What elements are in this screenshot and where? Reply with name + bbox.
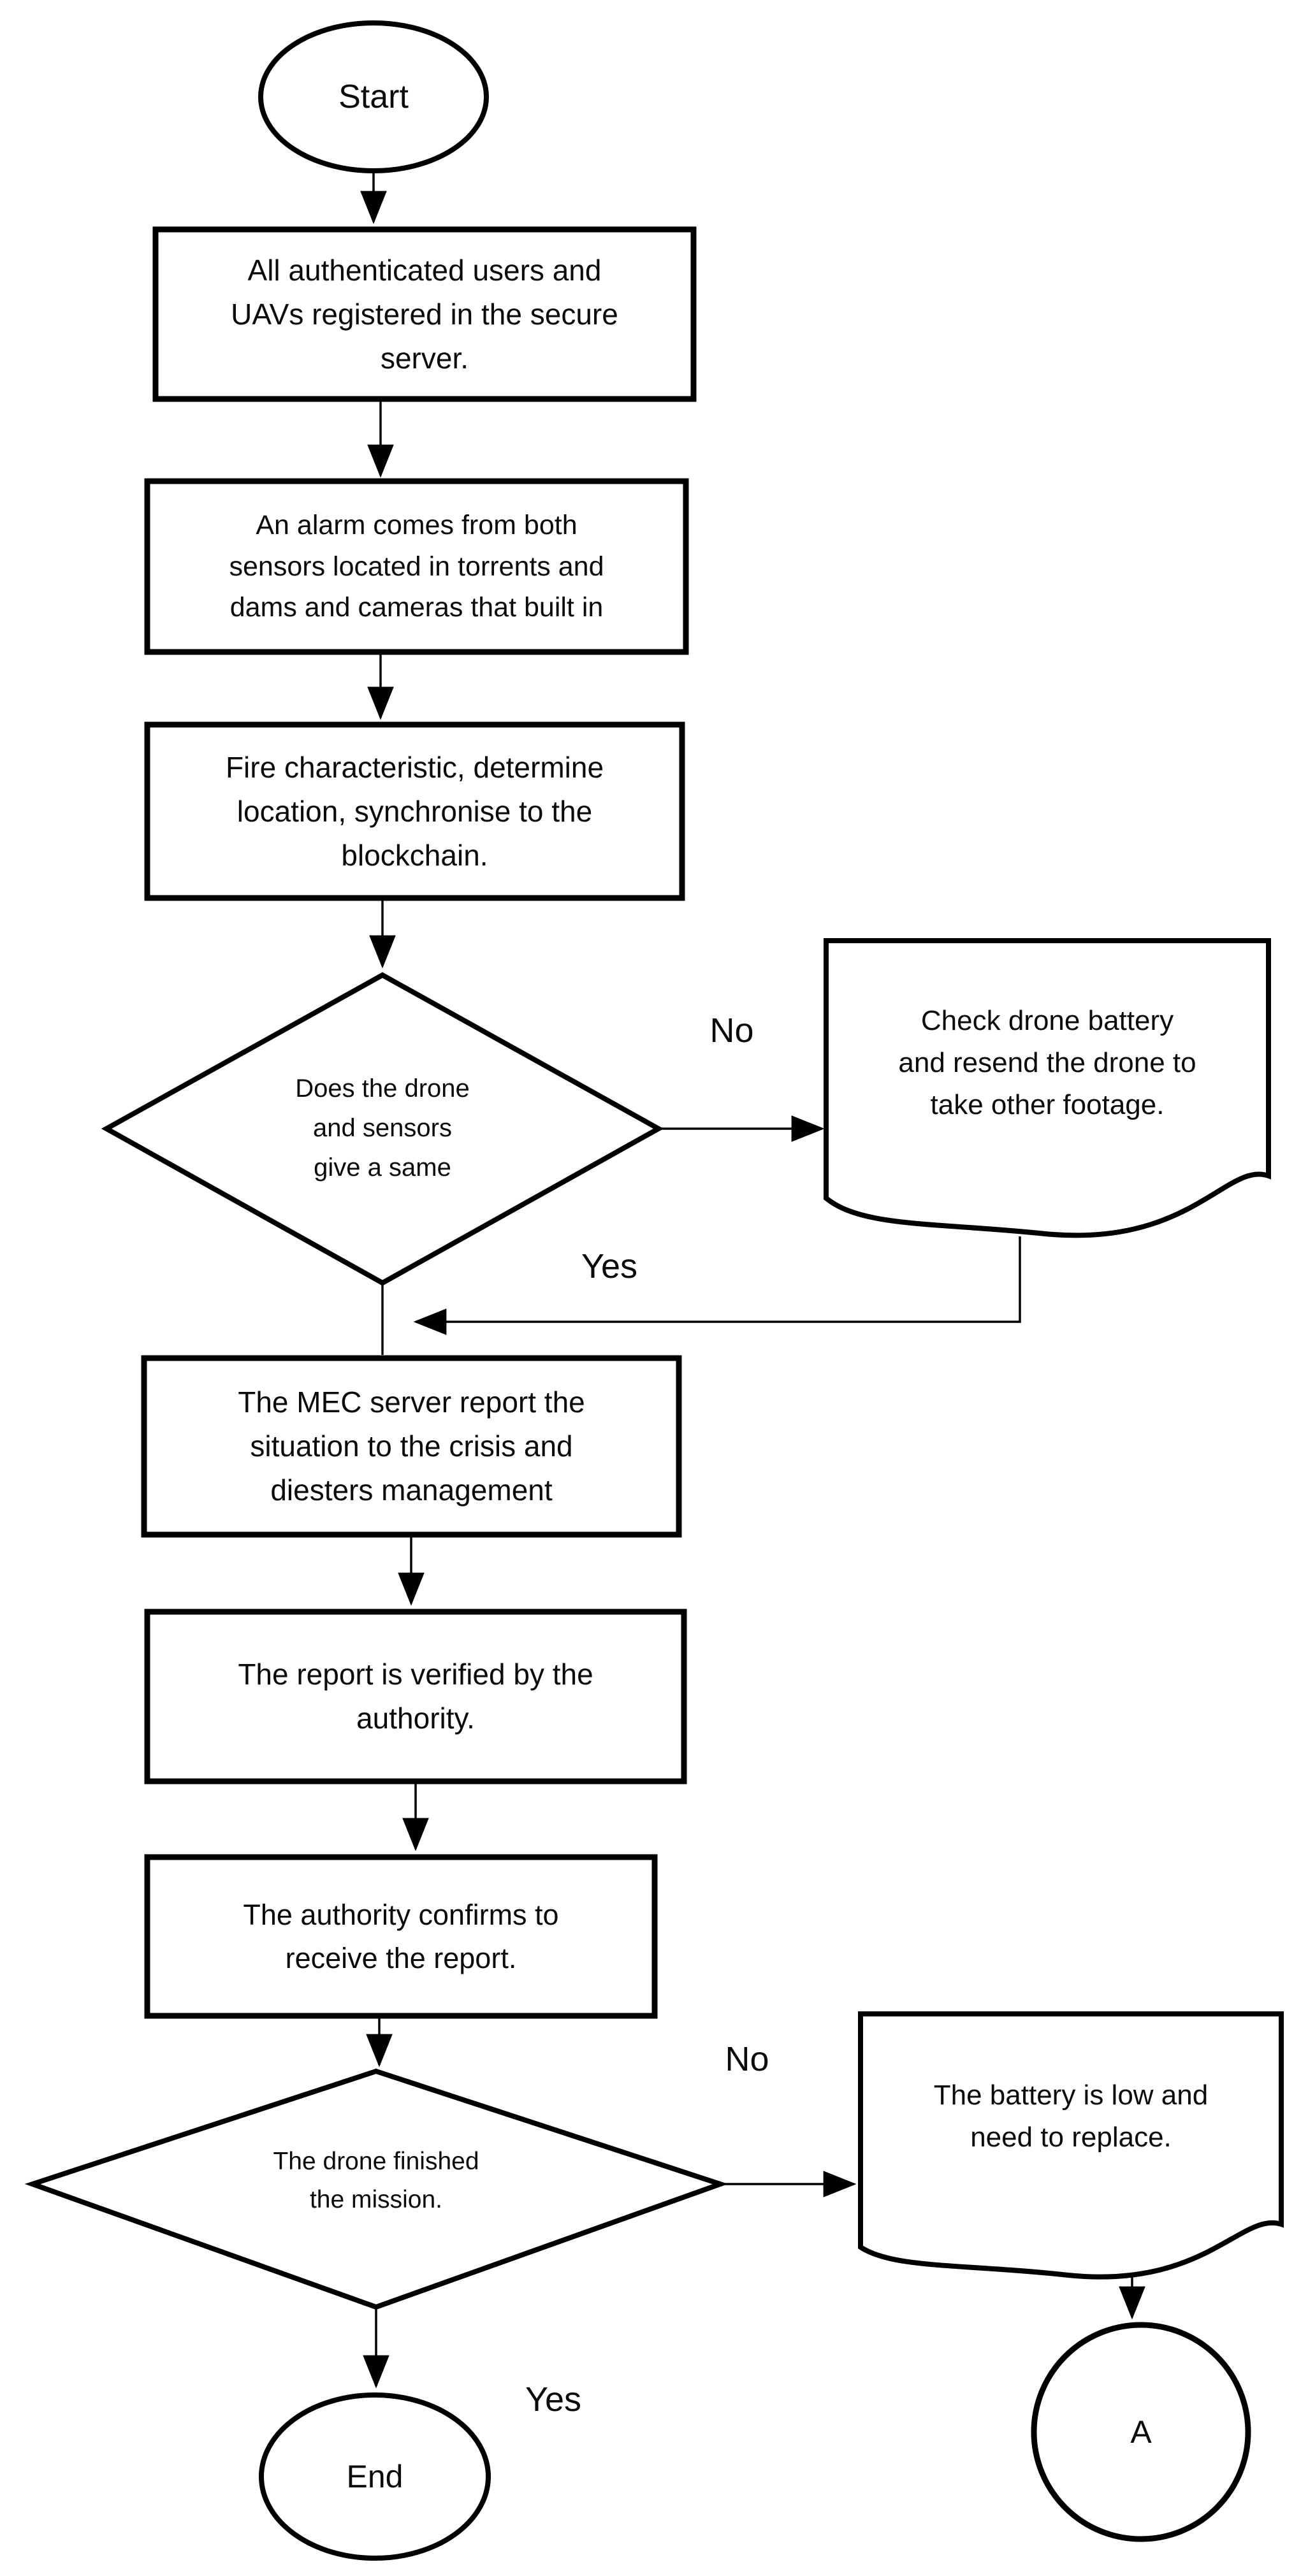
- process-verify-label: The report is verified by the authority.: [238, 1658, 593, 1735]
- edge-label-yes-1: Yes: [581, 1247, 638, 1286]
- decision-same-result-label: Does the drone and sensors give a same: [295, 1075, 470, 1182]
- process-confirm-shape: [144, 1854, 658, 2019]
- connector-a-label: A: [1130, 2413, 1152, 2450]
- end-terminator-shape: [259, 2392, 491, 2561]
- edge-label-no-2: No: [725, 2040, 769, 2079]
- process-mec-report-shape: [141, 1355, 682, 1538]
- document-battery-low-shape: [858, 2011, 1284, 2280]
- process-fire-shape: [144, 721, 685, 901]
- document-check-drone-shape: [824, 938, 1271, 1238]
- process-alarm-label: An alarm comes from both sensors located…: [229, 510, 604, 623]
- process-alarm-shape: [144, 478, 689, 655]
- process-mec-report-label: The MEC server report the situation to t…: [238, 1386, 585, 1507]
- decision-mission-finished-shape: [24, 2068, 729, 2310]
- edge-label-no-1: No: [709, 1011, 754, 1050]
- process-verify-shape: [144, 1609, 687, 1784]
- decision-mission-finished-label: The drone finished the mission.: [273, 2147, 479, 2213]
- start-label: Start: [338, 78, 409, 115]
- start-terminator-shape: [258, 20, 489, 173]
- edge-label-yes-2: Yes: [525, 2380, 582, 2419]
- process-fire-label: Fire characteristic, determine location,…: [225, 750, 604, 872]
- connector-a-shape: [1031, 2322, 1251, 2542]
- decision-same-result-shape: [101, 972, 664, 1286]
- arrow-document1-return-yes-merge: [413, 1236, 1021, 1335]
- document-check-drone-label: Check drone battery and resend the drone…: [898, 1005, 1196, 1120]
- process-register-label: All authenticated users and UAVs registe…: [231, 253, 618, 375]
- document-battery-low-label: The battery is low and need to replace.: [933, 2080, 1209, 2153]
- process-register-shape: [152, 226, 697, 402]
- end-label: End: [346, 2458, 403, 2494]
- process-confirm-label: The authority confirms to receive the re…: [243, 1899, 559, 1974]
